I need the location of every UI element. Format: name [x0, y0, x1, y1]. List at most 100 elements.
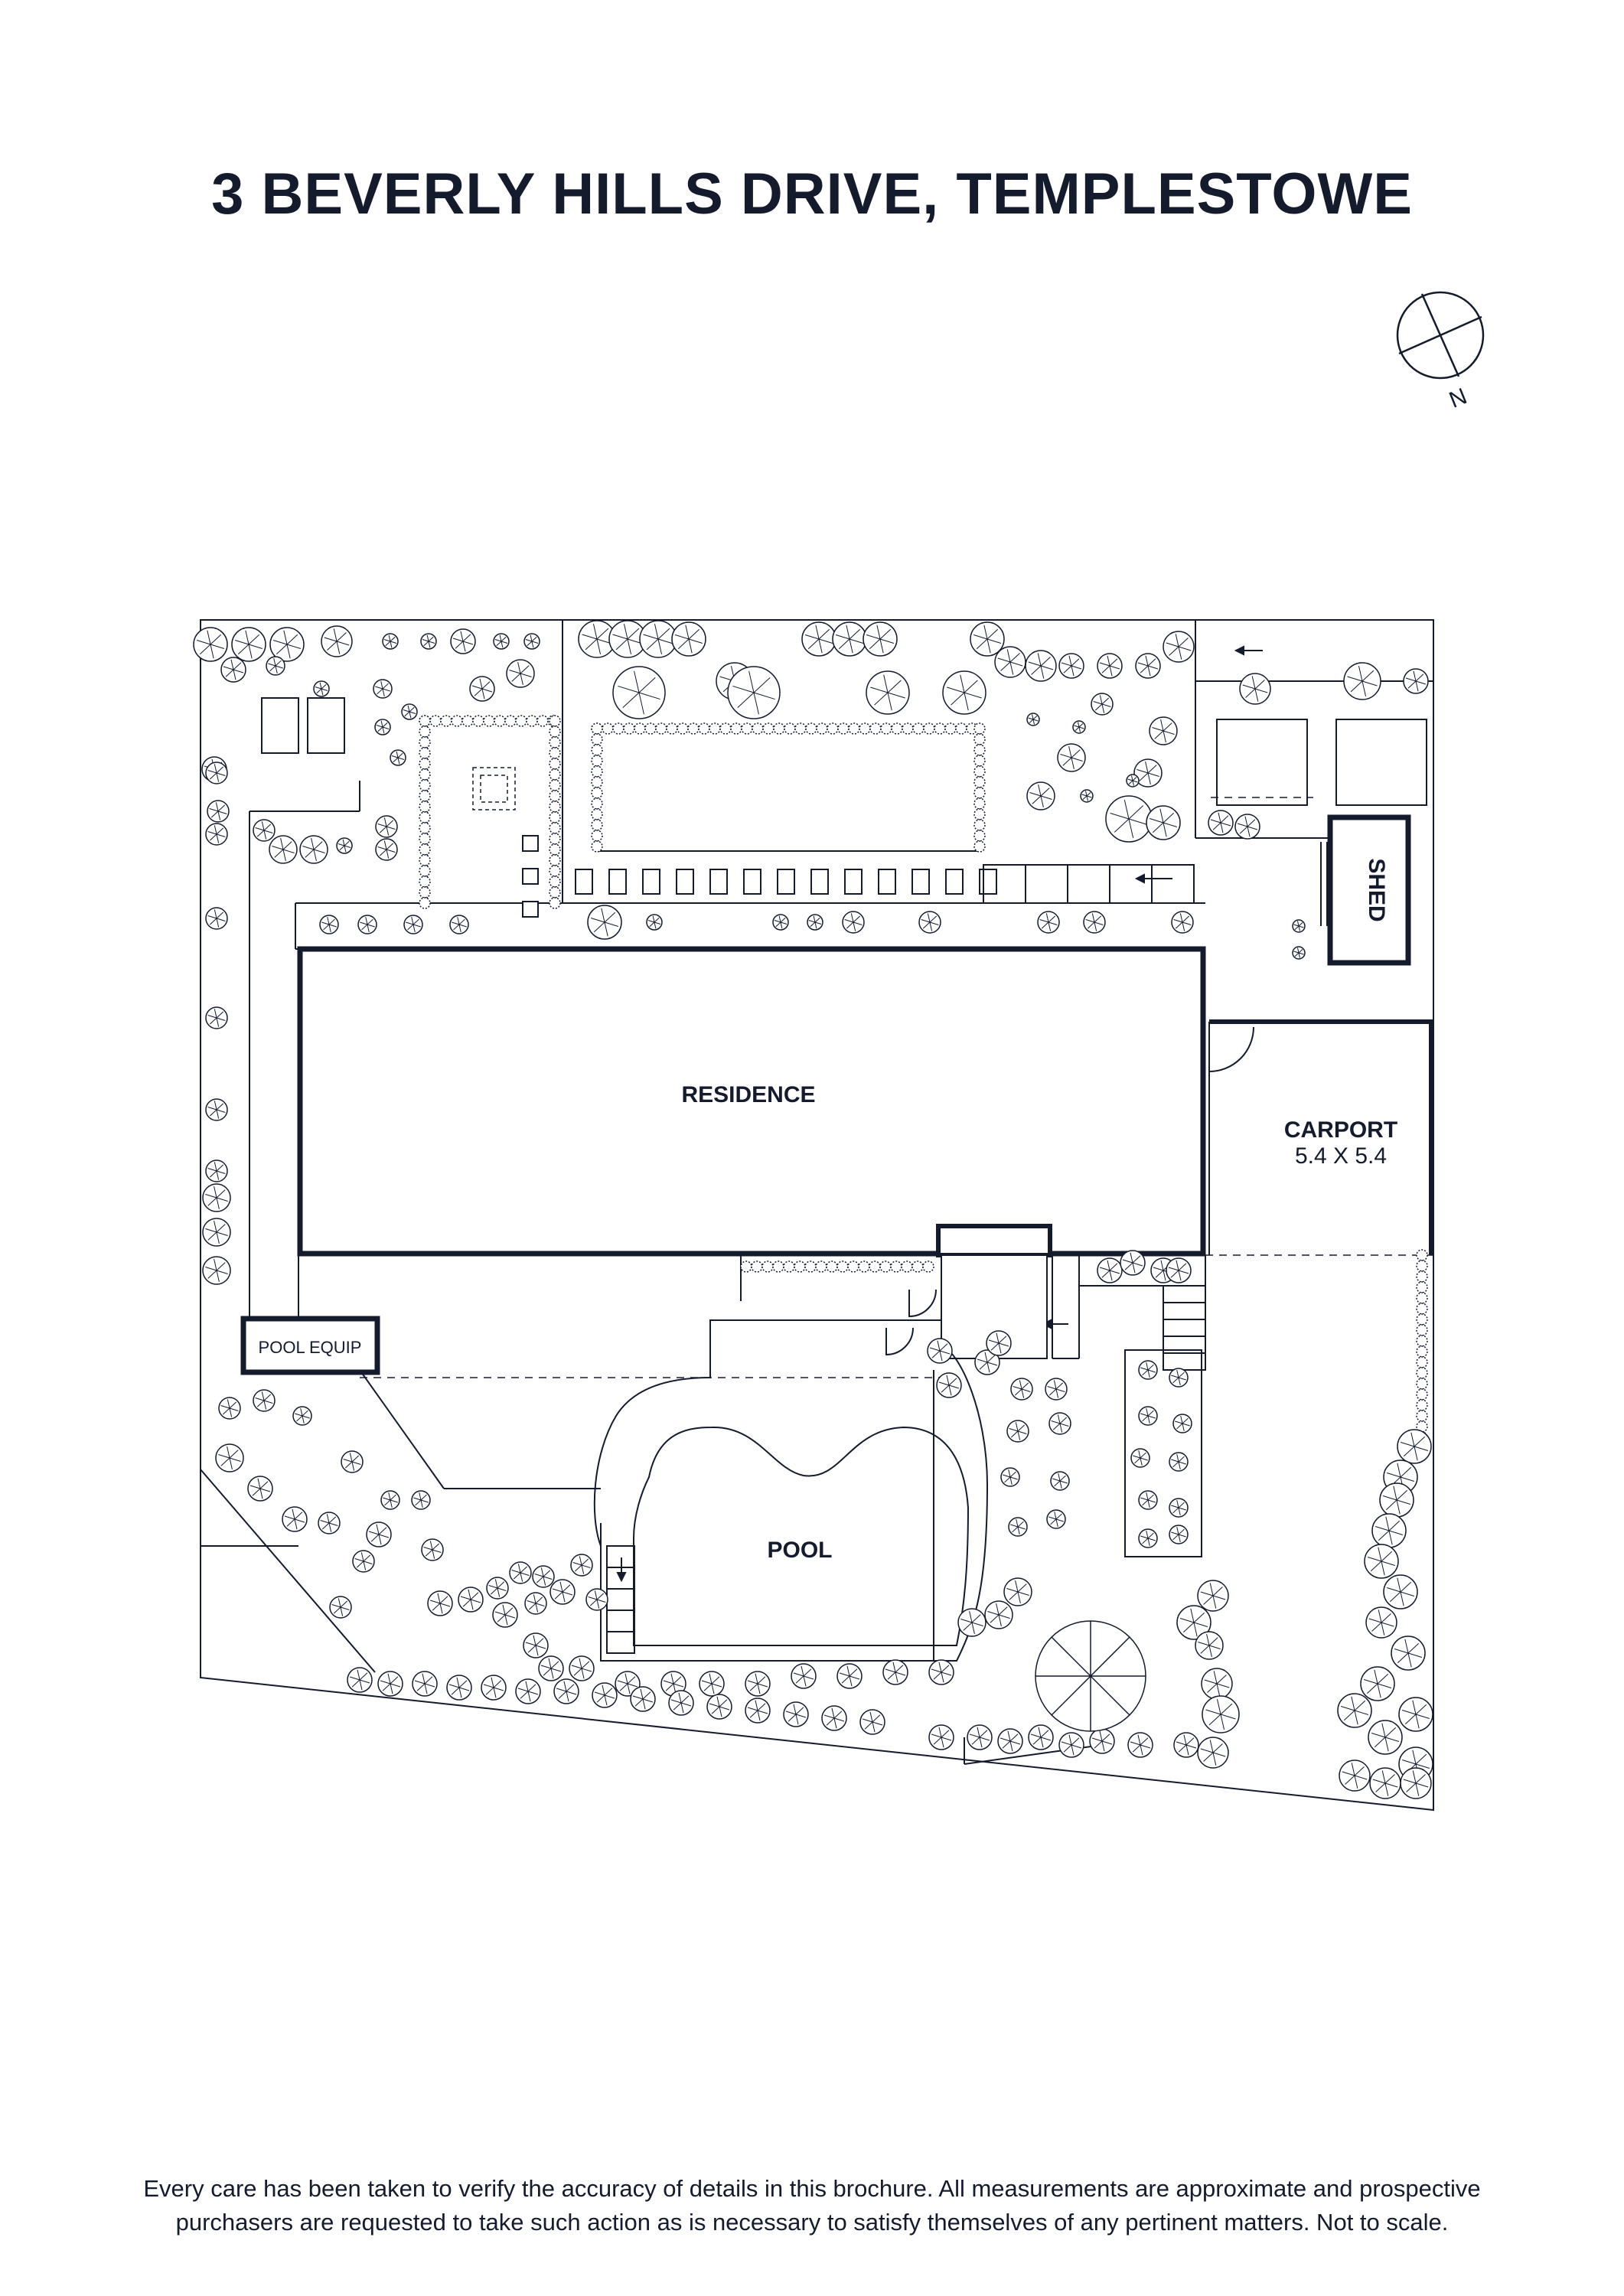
hedge-icon: [419, 715, 431, 727]
tree-icon: [1138, 1406, 1158, 1426]
tree-icon: [1045, 1378, 1068, 1401]
tree-icon: [411, 1490, 431, 1510]
hedge-icon: [973, 776, 986, 788]
hedge-icon: [922, 1261, 934, 1273]
hedge-icon: [973, 744, 986, 756]
hedge-icon: [805, 722, 817, 735]
hedge-icon: [549, 726, 561, 738]
tree-icon: [1120, 1250, 1146, 1276]
carport-label: CARPORT: [1284, 1117, 1397, 1143]
tree-icon: [668, 1690, 694, 1716]
tree-icon: [1149, 716, 1178, 745]
hedge-icon: [549, 865, 561, 877]
hedge-icon: [549, 747, 561, 759]
tree-icon: [986, 1330, 1012, 1356]
tree-icon: [1173, 1732, 1199, 1758]
tree-icon: [377, 1671, 403, 1697]
hedge-icon: [549, 897, 561, 909]
tree-icon: [587, 905, 622, 940]
tree-icon: [1127, 1732, 1153, 1758]
tree-icon: [1197, 1737, 1229, 1769]
tree-icon: [1080, 789, 1094, 803]
hedge-icon: [1416, 1260, 1428, 1272]
hedge-icon: [549, 758, 561, 770]
tree-icon: [615, 1671, 641, 1697]
hedge-icon: [591, 733, 603, 745]
hedge-icon: [591, 765, 603, 778]
hedge-icon: [762, 722, 774, 735]
site-boundary: [200, 619, 1434, 1812]
hedge-icon: [666, 722, 678, 735]
tree-icon: [549, 1579, 576, 1605]
hedge-icon: [804, 1261, 817, 1273]
hedge-icon: [741, 722, 753, 735]
tree-icon: [366, 1521, 392, 1548]
shed-label: SHED: [1364, 858, 1389, 921]
tree-icon: [801, 621, 836, 657]
tree-icon: [269, 627, 305, 662]
hedge-icon: [751, 1261, 763, 1273]
tree-icon: [994, 646, 1026, 678]
tree-icon: [1058, 653, 1084, 679]
tree-icon: [253, 1389, 276, 1412]
hedge-icon: [719, 722, 732, 735]
compass-north-label: N: [1446, 383, 1470, 413]
hedge-icon: [1416, 1249, 1428, 1261]
tree-icon: [374, 719, 391, 735]
tree-icon: [282, 1506, 308, 1532]
shed: [1320, 814, 1411, 966]
tree-icon: [984, 1600, 1013, 1629]
tree-icon: [1400, 1767, 1432, 1799]
tree-icon: [1097, 1257, 1123, 1283]
tree-icon: [1169, 1368, 1189, 1388]
tree-icon: [1398, 1697, 1433, 1732]
tree-icon: [299, 835, 328, 864]
hedge-icon: [419, 768, 431, 781]
tree-icon: [401, 703, 418, 720]
hedge-icon: [504, 715, 517, 727]
hedge-icon: [1416, 1292, 1428, 1304]
hedge-icon: [655, 722, 667, 735]
tree-icon: [492, 1602, 518, 1628]
tree-icon: [957, 1608, 986, 1637]
tree-icon: [231, 627, 266, 662]
tree-icon: [592, 1682, 618, 1708]
tree-icon: [936, 1372, 962, 1398]
disclaimer-line-1: Every care has been taken to verify the …: [143, 2175, 1481, 2202]
hedge-icon: [549, 886, 561, 899]
tree-icon: [745, 1671, 771, 1697]
hedge-icon: [461, 715, 474, 727]
tree-icon: [1133, 758, 1163, 788]
tree-icon: [1364, 1544, 1399, 1579]
hedge-icon: [549, 822, 561, 834]
hedge-icon: [419, 736, 431, 748]
tree-icon: [515, 1678, 541, 1704]
tree-icon: [1097, 653, 1123, 679]
hedge-icon: [1416, 1270, 1428, 1283]
hedge-icon: [783, 1261, 795, 1273]
hedge-icon: [973, 808, 986, 820]
hedge-icon: [591, 819, 603, 831]
tree-icon: [1130, 1448, 1150, 1468]
hedge-icon: [1416, 1345, 1428, 1358]
hedge-icon: [698, 722, 710, 735]
tree-icon: [193, 627, 228, 662]
tree-icon: [427, 1590, 453, 1616]
tree-icon: [523, 633, 540, 650]
tree-icon: [807, 914, 823, 931]
hedge-icon: [955, 722, 967, 735]
tree-icon: [220, 657, 246, 683]
hedge-icon: [494, 715, 506, 727]
tree-icon: [745, 1698, 771, 1724]
tree-icon: [1138, 1360, 1158, 1380]
tree-icon: [1337, 1693, 1372, 1728]
tree-icon: [1083, 911, 1106, 934]
disclaimer-line-2: purchasers are requested to take such ac…: [175, 2209, 1449, 2236]
tree-icon: [882, 1659, 908, 1685]
hedge-icon: [827, 722, 839, 735]
tree-icon: [1391, 1636, 1426, 1671]
hedge-icon: [836, 1261, 849, 1273]
hedge-icon: [549, 790, 561, 802]
tree-icon: [783, 1701, 809, 1727]
tree-icon: [390, 749, 406, 766]
